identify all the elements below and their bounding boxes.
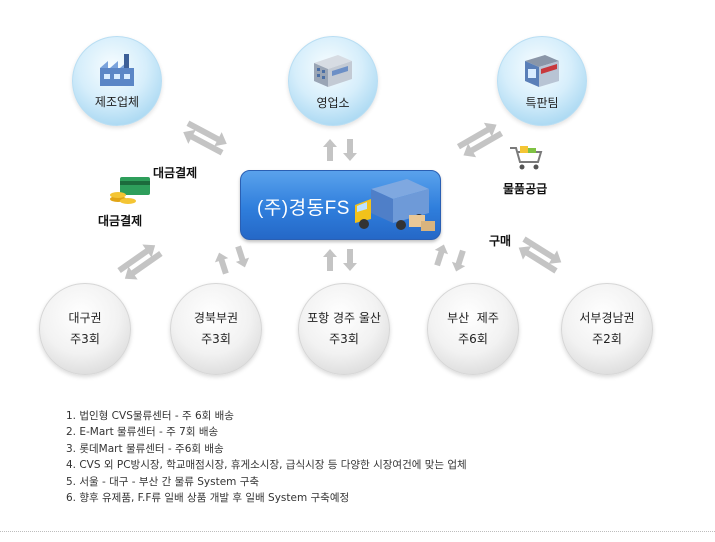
delivery-truck-icon: [355, 179, 435, 231]
node-busan-jeju: 부산 제주 주6회: [427, 283, 519, 375]
node-label: 서부경남권: [579, 311, 635, 325]
factory-icon: [100, 54, 134, 86]
flow-label-payment-upper: 대금결제: [153, 166, 198, 180]
note-item: 2. E-Mart 물류센터 - 주 7회 배송: [66, 426, 219, 439]
node-frequency: 주6회: [458, 332, 488, 346]
note-item: 3. 롯데Mart 물류센터 - 주6회 배송: [66, 442, 224, 455]
dotted-divider: [0, 531, 715, 532]
center-title: (주)경동FS: [257, 198, 350, 219]
node-label: 부산 제주: [447, 311, 499, 325]
note-item: 6. 향후 유제품, F.F류 일배 상품 개발 후 일배 System 구축예…: [66, 492, 350, 505]
node-frequency: 주2회: [592, 332, 622, 346]
notes-list: 1. 법인형 CVS물류센터 - 주 6회 배송 2. E-Mart 물류센터 …: [66, 408, 467, 506]
node-frequency: 주3회: [201, 332, 231, 346]
arrow-office-center: [323, 139, 357, 161]
payment-card-coins-icon: [110, 177, 150, 204]
node-pohang-gyeongju-ulsan: 포항 경주 울산 주3회: [298, 283, 390, 375]
flow-label-payment-lower: 대금결제: [98, 214, 143, 228]
arrow-store-center: [454, 117, 506, 163]
office-building-icon: [314, 55, 352, 87]
node-office: 영업소: [288, 36, 378, 126]
node-label: 포항 경주 울산: [307, 311, 381, 325]
node-special-sales: 특판팀: [497, 36, 587, 126]
note-item: 1. 법인형 CVS물류센터 - 주 6회 배송: [66, 410, 234, 422]
node-frequency: 주3회: [329, 332, 359, 346]
node-label: 대구권: [68, 311, 102, 325]
store-icon: [525, 55, 559, 87]
node-manufacturer: 제조업체: [72, 36, 162, 126]
flow-label-purchase: 구매: [489, 234, 512, 248]
node-label: 제조업체: [94, 95, 140, 109]
node-gyeongbuk: 경북부권 주3회: [170, 283, 262, 375]
center-company-box: (주)경동FS: [240, 170, 441, 240]
node-label: 영업소: [316, 96, 350, 110]
node-label: 경북부권: [193, 311, 239, 325]
note-item: 5. 서울 - 대구 - 부산 간 물류 System 구축: [66, 475, 260, 488]
arrow-gyeongbuk-center: [212, 244, 252, 276]
arrow-pohang-center: [323, 249, 357, 271]
node-daegu: 대구권 주3회: [39, 283, 131, 375]
shopping-cart-icon: [510, 146, 543, 170]
node-label: 특판팀: [525, 96, 559, 110]
node-frequency: 주3회: [70, 332, 100, 346]
note-item: 4. CVS 외 PC방시장, 학교매점시장, 휴게소시장, 급식시장 등 다양…: [66, 459, 467, 472]
arrow-daegu-center: [114, 238, 166, 286]
arrow-west-gyeongnam: [514, 232, 566, 278]
arrow-manufacturer-center: [179, 116, 231, 160]
flow-label-supply: 물품공급: [503, 182, 548, 196]
node-west-gyeongnam: 서부경남권 주2회: [561, 283, 653, 375]
arrow-busan-center: [430, 242, 470, 274]
